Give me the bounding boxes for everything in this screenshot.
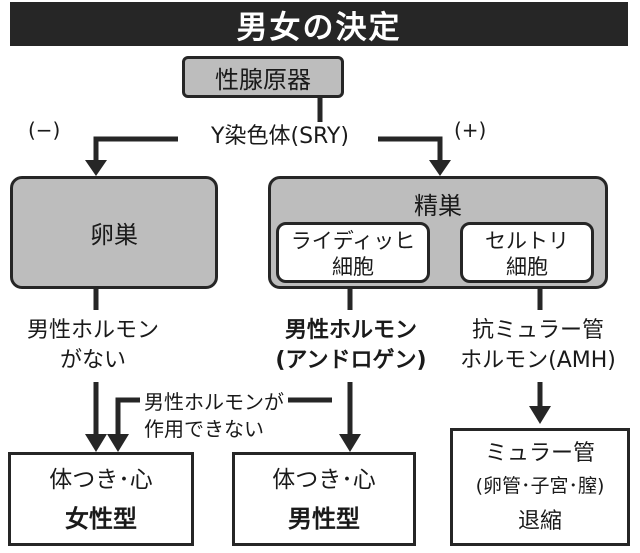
cannot-act-line1: 男性ホルモンが xyxy=(140,390,288,414)
leydig-label-line2: 細胞 xyxy=(332,255,374,279)
cannot-act-line2: 作用できない xyxy=(140,417,268,441)
male-line2: 男性型 xyxy=(288,505,360,533)
male-result-box: 体つき･心 男性型 xyxy=(232,452,416,546)
arrowhead-male xyxy=(339,434,361,452)
minus-label: (−) xyxy=(28,118,61,142)
sertoli-cell-box: セルトリ 細胞 xyxy=(460,222,594,283)
testis-label: 精巣 xyxy=(414,192,462,220)
gonad-box: 性腺原器 xyxy=(182,56,344,98)
arrowhead-female-1 xyxy=(85,434,107,452)
leydig-cell-box: ライディッヒ 細胞 xyxy=(276,222,430,283)
muller-line3: 退縮 xyxy=(517,509,562,534)
arrowhead-testis xyxy=(429,160,451,176)
diagram-title: 男女の決定 xyxy=(10,2,628,46)
sertoli-label-line1: セルトリ xyxy=(485,229,569,253)
androgen-line2: (アンドロゲン) xyxy=(275,348,427,373)
gonad-label: 性腺原器 xyxy=(215,65,311,94)
sertoli-label-line2: 細胞 xyxy=(506,255,548,279)
female-line2: 女性型 xyxy=(65,505,137,533)
arrowhead-female-2 xyxy=(107,434,129,452)
no-hormone-line2: がない xyxy=(59,348,126,373)
muller-line2: (卵管･子宮･膣) xyxy=(475,475,605,497)
leydig-label-line1: ライディッヒ xyxy=(290,229,416,253)
male-line1: 体つき･心 xyxy=(272,467,376,493)
androgen-line1: 男性ホルモン xyxy=(284,318,417,343)
muller-result-box: ミュラー管 (卵管･子宮･膣) 退縮 xyxy=(450,428,630,546)
female-line1: 体つき･心 xyxy=(49,467,153,493)
no-hormone-line1: 男性ホルモン xyxy=(26,318,159,343)
female-result-box: 体つき･心 女性型 xyxy=(8,452,194,546)
ovary-box: 卵巣 xyxy=(10,176,218,289)
plus-label: (+) xyxy=(454,118,487,142)
amh-line1: 抗ミュラー管 xyxy=(471,318,604,343)
arrowhead-muller xyxy=(529,406,551,424)
muller-line1: ミュラー管 xyxy=(484,441,595,466)
arrowhead-ovary xyxy=(85,160,107,176)
amh-line2: ホルモン(AMH) xyxy=(460,348,616,373)
connector-sry-ovary xyxy=(93,136,178,162)
connector-sry-testis xyxy=(378,136,443,162)
ovary-label: 卵巣 xyxy=(90,221,138,249)
sry-label: Y染色体(SRY) xyxy=(211,124,349,149)
